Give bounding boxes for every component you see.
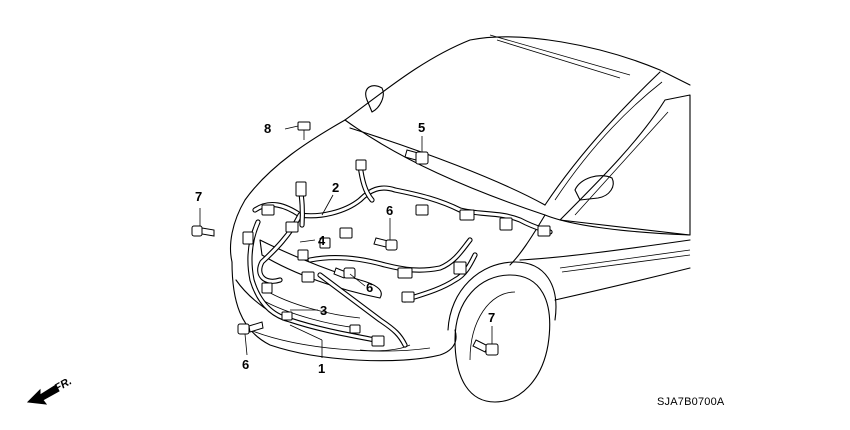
bolt-6-lower (333, 267, 356, 279)
front-direction-indicator: FR. (26, 375, 74, 405)
bolt-8 (297, 121, 311, 140)
callout-8: 8 (264, 121, 271, 136)
bolt-7-right (472, 339, 499, 356)
bolt-7-left (191, 225, 215, 237)
callout-6-lower-left: 6 (242, 357, 249, 372)
leader-lines (199, 125, 493, 358)
callout-labels: 1 2 3 4 5 6 6 6 7 7 8 (195, 120, 495, 376)
engine-wire-harness (247, 162, 553, 348)
diagram-code: SJA7B0700A (657, 396, 725, 408)
callout-7-right: 7 (488, 310, 495, 325)
harness-connectors (242, 159, 551, 347)
front-arrow-icon (26, 384, 60, 405)
bolt-5 (404, 149, 429, 165)
callout-6-lower: 6 (366, 280, 373, 295)
bolt-6-lower-left (237, 321, 264, 335)
callout-4: 4 (318, 233, 326, 248)
callout-1: 1 (318, 361, 325, 376)
callout-6-center: 6 (386, 203, 393, 218)
front-direction-label: FR. (53, 375, 74, 394)
bolt-6-center (373, 237, 398, 251)
callout-3: 3 (320, 303, 327, 318)
callout-5: 5 (418, 120, 425, 135)
callout-2: 2 (332, 180, 339, 195)
callout-7-left: 7 (195, 189, 202, 204)
